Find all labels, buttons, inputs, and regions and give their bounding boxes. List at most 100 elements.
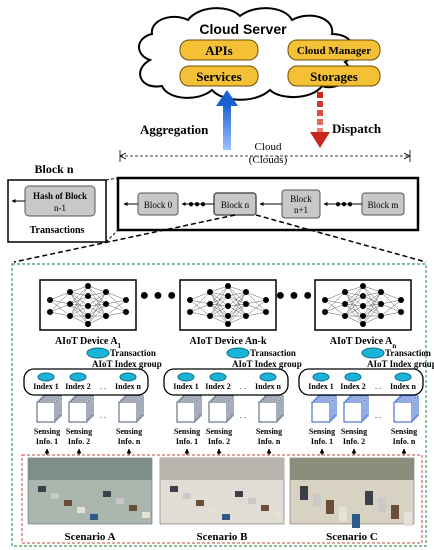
nn-edge bbox=[362, 291, 382, 307]
nn-edge bbox=[362, 285, 382, 305]
nn-edge bbox=[380, 299, 402, 317]
nn-edge bbox=[362, 285, 382, 293]
nn-edge bbox=[344, 291, 364, 297]
nn-edge bbox=[227, 291, 247, 325]
nn-edge bbox=[49, 291, 71, 313]
nn-edge bbox=[105, 311, 127, 317]
nn-edge bbox=[209, 291, 229, 317]
nn-node bbox=[243, 289, 249, 295]
storages-label: Storages bbox=[310, 69, 358, 84]
nn-node bbox=[67, 313, 73, 319]
nn-edge bbox=[87, 295, 107, 317]
nn-edge bbox=[324, 311, 346, 317]
nn-edge bbox=[344, 295, 364, 305]
nn-edge bbox=[87, 291, 107, 297]
nn-edge bbox=[189, 303, 211, 313]
index-icon bbox=[344, 372, 362, 382]
nn-node bbox=[103, 313, 109, 319]
dispatch-label: Dispatch bbox=[332, 121, 382, 136]
nn-edge bbox=[344, 303, 364, 325]
nn-node bbox=[225, 313, 231, 319]
nn-edge bbox=[344, 291, 364, 317]
nn-edge bbox=[362, 295, 382, 305]
scenario-label: Scenario A bbox=[64, 531, 115, 543]
nn-node bbox=[85, 321, 91, 327]
transaction-label: Transaction bbox=[250, 348, 296, 358]
nn-edge bbox=[69, 291, 89, 325]
nn-edge bbox=[227, 303, 247, 325]
block-0-label: Block 0 bbox=[144, 200, 173, 210]
nn-edge bbox=[209, 285, 229, 293]
block-n-title: Block n bbox=[34, 162, 73, 176]
nn-edge bbox=[209, 315, 229, 325]
nn-edge bbox=[227, 295, 247, 305]
scenario-figure bbox=[352, 514, 360, 528]
scenario-figure bbox=[300, 486, 308, 500]
nn-edge bbox=[245, 311, 267, 317]
nn-edge bbox=[344, 285, 364, 305]
index-icon bbox=[177, 372, 195, 382]
scenario-figure bbox=[274, 512, 282, 518]
scenario-figure bbox=[129, 505, 137, 511]
index-label: Index 1 bbox=[308, 382, 334, 391]
nn-node bbox=[67, 289, 73, 295]
device-subscript: 1 bbox=[118, 342, 122, 350]
scenario-figure bbox=[222, 514, 230, 520]
sensing-label: Sensing bbox=[341, 427, 367, 436]
services-label: Services bbox=[196, 69, 241, 84]
nn-edge bbox=[209, 295, 229, 305]
nn-edge bbox=[209, 285, 229, 317]
nn-node bbox=[378, 301, 384, 307]
sensing-label: Sensing bbox=[256, 427, 282, 436]
nn-node bbox=[225, 303, 231, 309]
nn-edge bbox=[87, 315, 107, 325]
index-group-box bbox=[298, 368, 424, 396]
scenario-image-band bbox=[28, 458, 152, 480]
nn-node bbox=[225, 321, 231, 327]
index-group-box bbox=[23, 368, 149, 396]
nn-node bbox=[342, 289, 348, 295]
sensing-info-label: Info. 2 bbox=[343, 437, 365, 446]
scenario-b: Scenario B bbox=[159, 457, 285, 543]
index-label: Index n bbox=[390, 382, 417, 391]
scenario-figure bbox=[38, 486, 46, 492]
nn-edge bbox=[69, 305, 89, 317]
index-group-label: AIoT Index group bbox=[367, 359, 434, 369]
sensing-label: Sensing bbox=[206, 427, 232, 436]
scenario-figure bbox=[339, 507, 347, 521]
index-group-label: AIoT Index group bbox=[92, 359, 162, 369]
apis-pill bbox=[179, 39, 259, 61]
nn-edge bbox=[227, 285, 247, 293]
nn-edge bbox=[362, 291, 382, 297]
nn-node bbox=[360, 293, 366, 299]
scenario-figure bbox=[378, 498, 386, 512]
nn-edge bbox=[344, 315, 364, 325]
nn-edge bbox=[344, 291, 364, 307]
nn-edge bbox=[69, 285, 89, 305]
nn-edge bbox=[69, 303, 89, 325]
nn-node bbox=[187, 297, 193, 303]
sensing-info-label: Info. n bbox=[118, 437, 141, 446]
nn-node bbox=[207, 313, 213, 319]
nn-edge bbox=[245, 299, 267, 317]
apis-label: APIs bbox=[205, 43, 232, 58]
transaction-label: Transaction bbox=[385, 348, 431, 358]
nn-edge bbox=[87, 291, 107, 307]
nn-edge bbox=[344, 295, 364, 317]
nn-edge bbox=[87, 285, 107, 317]
nn-edge bbox=[344, 285, 364, 317]
nn-edge bbox=[49, 311, 71, 317]
nn-node bbox=[123, 309, 129, 315]
nn-node bbox=[398, 309, 404, 315]
block-n-label: Block n bbox=[221, 200, 250, 210]
transaction-icon bbox=[361, 347, 385, 359]
sensing-stack-sheet bbox=[393, 401, 413, 423]
device-label: AIoT Device An-k bbox=[189, 336, 266, 347]
nn-edge bbox=[87, 305, 107, 317]
nn-edge bbox=[362, 291, 382, 317]
index-icon bbox=[394, 372, 412, 382]
cloud-server-title: Cloud Server bbox=[199, 21, 287, 37]
cloud-label-1: Cloud bbox=[255, 141, 282, 153]
